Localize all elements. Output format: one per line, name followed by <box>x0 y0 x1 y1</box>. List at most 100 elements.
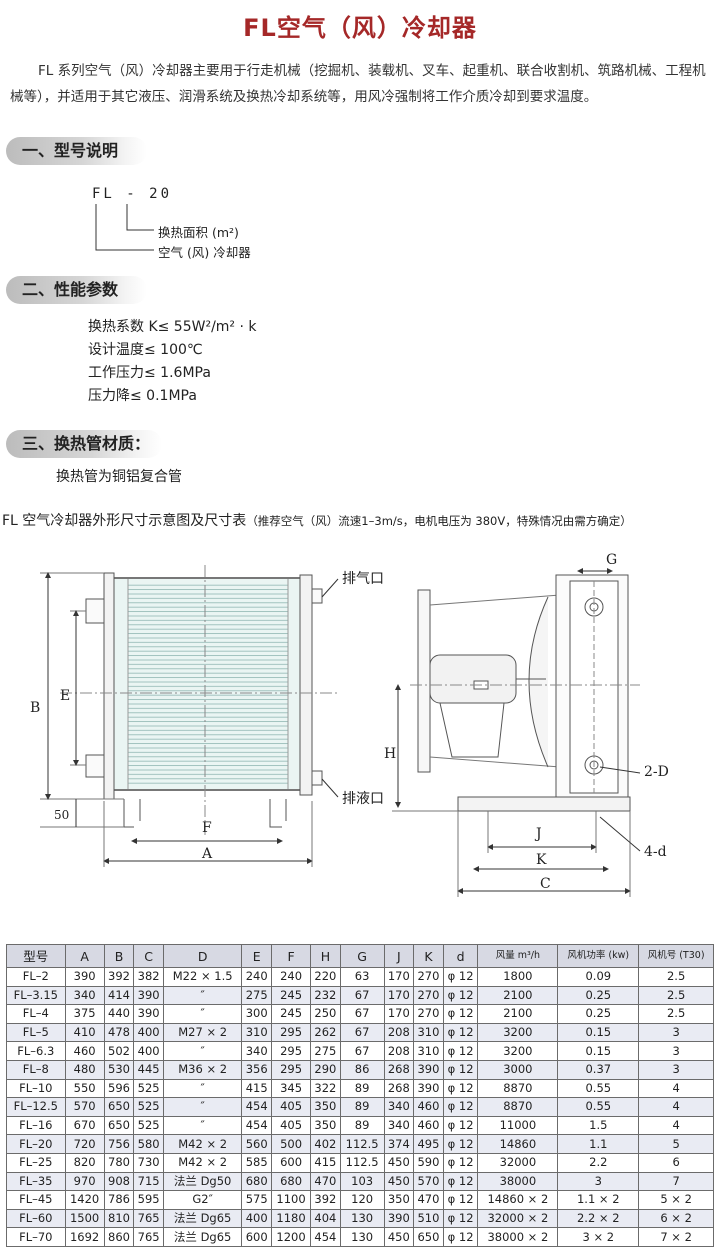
table-cell: 390 <box>413 1059 444 1080</box>
table-cell: 240 <box>271 967 312 987</box>
table-cell: 478 <box>103 1022 135 1043</box>
table-header-cell: C <box>133 944 164 968</box>
table-cell: 67 <box>339 985 385 1006</box>
table-cell: 600 <box>241 1227 273 1247</box>
table-cell: 400 <box>241 1208 273 1229</box>
table-cell: φ 12 <box>442 1134 479 1154</box>
table-cell: φ 12 <box>442 1171 479 1192</box>
table-cell: 810 <box>103 1208 135 1229</box>
table-cell: FL–35 <box>6 1171 66 1192</box>
table-cell: M36 × 2 <box>162 1059 243 1080</box>
table-cell: 405 <box>271 1097 312 1117</box>
table-cell: 510 <box>413 1208 444 1229</box>
table-cell: M27 × 2 <box>162 1022 243 1043</box>
table-cell: 1800 <box>477 967 559 987</box>
table-cell: φ 12 <box>442 1059 479 1080</box>
table-cell: 340 <box>64 985 105 1006</box>
table-cell: 390 <box>133 1004 164 1024</box>
dimension-drawing <box>40 565 641 897</box>
table-cell: 262 <box>310 1022 341 1043</box>
table-cell: 310 <box>413 1022 444 1043</box>
table-cell: G2″ <box>162 1190 243 1210</box>
model-lead-area: 换热面积 (m²) <box>158 225 239 240</box>
table-cell: 1.1 <box>557 1134 640 1154</box>
table-cell: FL–2 <box>6 967 66 987</box>
table-cell: 454 <box>241 1115 273 1136</box>
table-cell: 765 <box>133 1227 164 1247</box>
table-cell: 0.25 <box>557 1004 640 1024</box>
table-cell: 3200 <box>477 1022 559 1043</box>
table-cell: φ 12 <box>442 985 479 1006</box>
table-cell: 570 <box>413 1171 444 1192</box>
table-cell: 560 <box>241 1134 273 1154</box>
table-cell: 38000 <box>477 1171 559 1192</box>
table-cell: φ 12 <box>442 1022 479 1043</box>
param-working-pressure: 工作压力≤ 1.6MPa <box>88 365 211 381</box>
table-cell: 268 <box>383 1059 415 1080</box>
table-cell: φ 12 <box>442 1208 479 1229</box>
table-cell: 270 <box>413 1004 444 1024</box>
table-cell: 340 <box>383 1097 415 1117</box>
section-material-heading: 三、换热管材质： <box>6 430 162 458</box>
label-drain: 排液口 <box>342 791 384 807</box>
table-cell: 112.5 <box>339 1152 385 1173</box>
table-cell: 460 <box>413 1115 444 1136</box>
table-cell: 6 <box>638 1152 714 1173</box>
table-cell: 908 <box>103 1171 135 1192</box>
table-cell: 400 <box>133 1041 164 1061</box>
table-cell: φ 12 <box>442 1227 479 1247</box>
table-cell: 208 <box>383 1022 415 1043</box>
front-view <box>40 565 340 867</box>
table-cell: 2.2 <box>557 1152 640 1173</box>
table-cell: 860 <box>103 1227 135 1247</box>
label-G: G <box>606 552 618 568</box>
table-cell: 245 <box>271 985 312 1006</box>
label-C: C <box>540 876 551 892</box>
table-header-cell: F <box>271 944 312 968</box>
param-pressure-drop: 压力降≤ 0.1MPa <box>88 388 197 404</box>
table-cell: 310 <box>413 1041 444 1061</box>
table-header-cell: 风机功率 (kw) <box>557 944 640 968</box>
table-header-cell: A <box>64 944 105 968</box>
table-cell: 295 <box>271 1059 312 1080</box>
table-cell: 415 <box>241 1078 273 1099</box>
table-cell: 402 <box>310 1134 341 1154</box>
table-cell: M42 × 2 <box>162 1152 243 1173</box>
table-cell: 374 <box>383 1134 415 1154</box>
table-cell: 470 <box>413 1190 444 1210</box>
table-cell: 38000 × 2 <box>477 1227 559 1247</box>
table-cell: 590 <box>413 1152 444 1173</box>
table-header-cell: G <box>339 944 385 968</box>
table-cell: 130 <box>339 1208 385 1229</box>
label-vent: 排气口 <box>342 571 384 587</box>
table-header-cell: 风量 m³/h <box>477 944 559 968</box>
table-cell: ″ <box>162 985 243 1006</box>
label-50: 50 <box>54 808 70 822</box>
table-cell: 1180 <box>271 1208 312 1229</box>
table-cell: 786 <box>103 1190 135 1210</box>
table-cell: 525 <box>133 1115 164 1136</box>
table-cell: 130 <box>339 1227 385 1247</box>
table-cell: 0.15 <box>557 1041 640 1061</box>
table-cell: 415 <box>310 1152 341 1173</box>
table-cell: M22 × 1.5 <box>162 967 243 987</box>
table-cell: 2.2 × 2 <box>557 1208 640 1229</box>
table-header-cell: D <box>162 944 243 968</box>
table-cell: 275 <box>241 985 273 1006</box>
table-cell: FL–3.15 <box>6 985 66 1006</box>
table-cell: 270 <box>413 985 444 1006</box>
table-cell: 680 <box>271 1171 312 1192</box>
table-cell: 470 <box>310 1171 341 1192</box>
table-cell: ″ <box>162 1097 243 1117</box>
table-cell: 340 <box>383 1115 415 1136</box>
table-cell: 295 <box>271 1041 312 1061</box>
table-cell: 1200 <box>271 1227 312 1247</box>
table-cell: 4 <box>638 1115 714 1136</box>
table-cell: 390 <box>133 985 164 1006</box>
table-cell: 2100 <box>477 1004 559 1024</box>
table-cell: 580 <box>133 1134 164 1154</box>
table-cell: φ 12 <box>442 1152 479 1173</box>
